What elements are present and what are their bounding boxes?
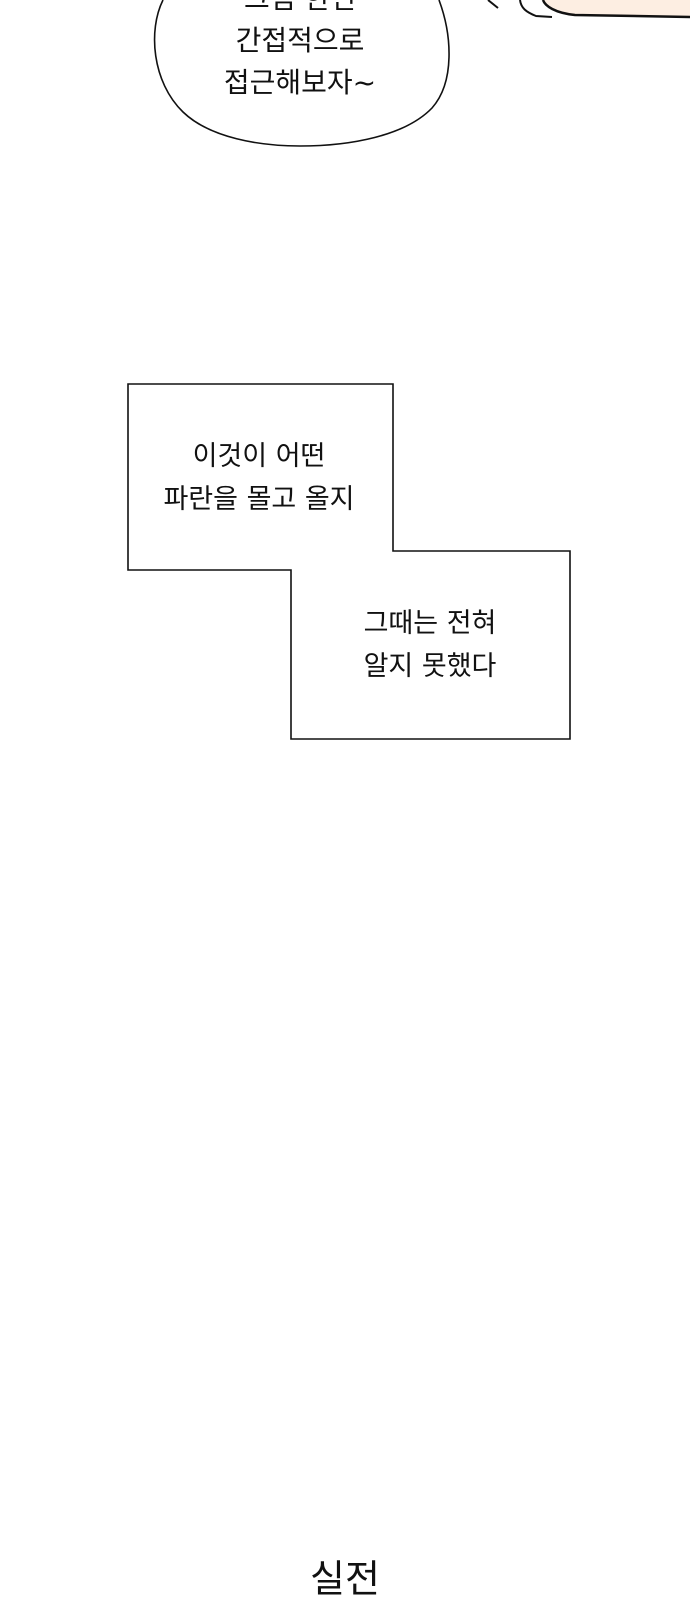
caption-1-line-1: 이것이 어떤	[192, 441, 326, 472]
caption-1-line-2: 파란을 몰고 올지	[163, 484, 355, 515]
caption-box-1	[127, 383, 571, 740]
speech-bubble	[153, 0, 450, 147]
speech-line-1: 그럼 한번	[150, 0, 450, 20]
caption-box-2-text: 그때는 전혀 알지 못했다	[295, 602, 565, 688]
section-title: 실전	[310, 1557, 380, 1601]
caption-2-line-2: 알지 못했다	[363, 651, 497, 682]
speech-line-2: 간접적으로	[235, 24, 365, 57]
character-hand-drawing	[487, 0, 690, 19]
caption-2-line-1: 그때는 전혀	[363, 608, 497, 639]
caption-box-1-text: 이것이 어떤 파란을 몰고 올지	[128, 435, 390, 521]
speech-line-3: 접근해보자~	[223, 66, 377, 99]
speech-bubble-text: 그럼 한번 간접적으로 접근해보자~	[150, 0, 450, 104]
